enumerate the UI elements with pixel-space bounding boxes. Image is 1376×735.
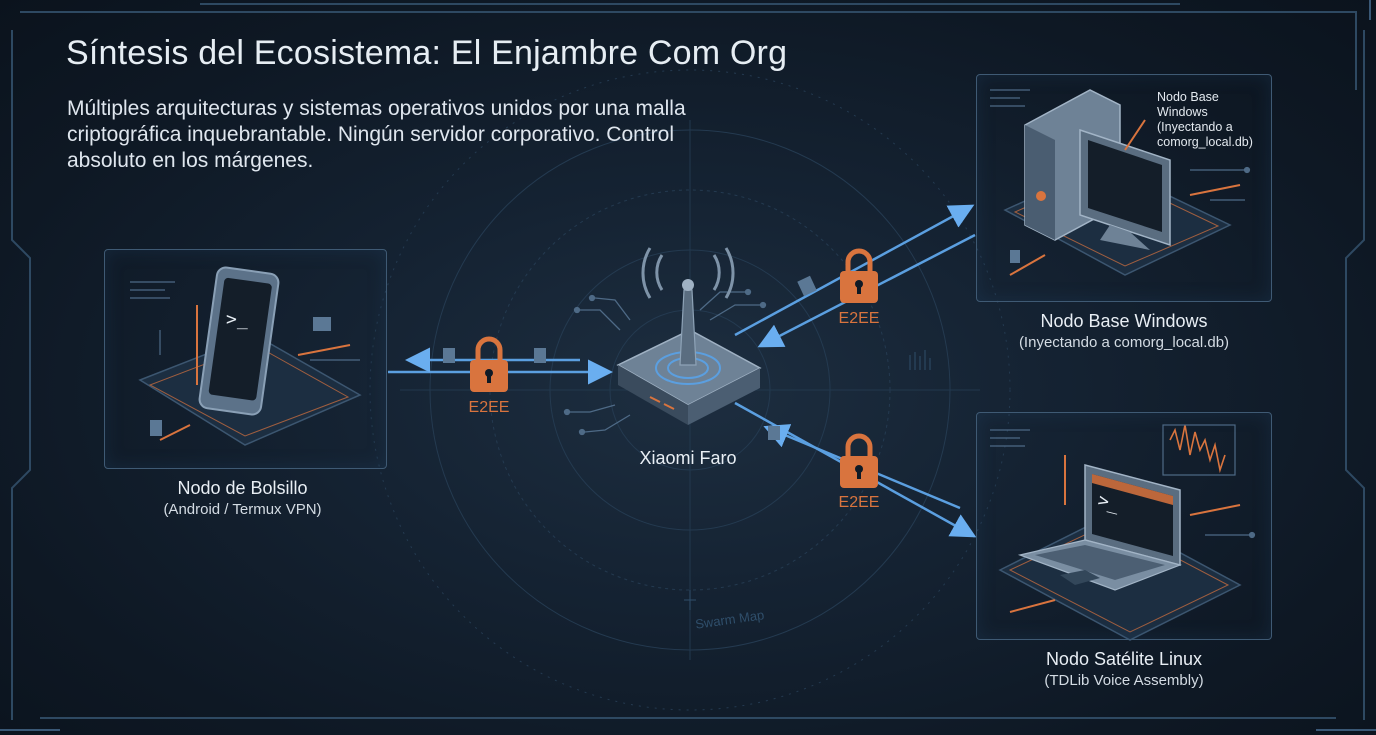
windows-node-panel[interactable] — [976, 74, 1272, 302]
hub-node-label: Xiaomi Faro — [618, 448, 758, 469]
router-icon — [616, 279, 762, 425]
linux-node-detail: (TDLib Voice Assembly) — [1044, 672, 1204, 689]
padlock-icon — [840, 433, 878, 488]
e2ee-label-lower-right: E2EE — [838, 494, 880, 511]
windows-node-device — [990, 89, 1251, 276]
page-title: Síntesis del Ecosistema: El Enjambre Com… — [66, 34, 788, 72]
document-icon — [313, 317, 331, 331]
pocket-node-detail: (Android / Termux VPN) — [163, 501, 322, 518]
linux-node-label: Nodo Satélite Linux (TDLib Voice Assembl… — [1000, 649, 1248, 689]
pocket-node-panel[interactable] — [104, 249, 387, 469]
linux-node-name: Nodo Satélite Linux — [1045, 649, 1203, 669]
wifi-signal-icon — [641, 247, 735, 299]
pocket-node-label: Nodo de Bolsillo (Android / Termux VPN) — [135, 478, 350, 518]
windows-node-callout: Nodo Base Windows (Inyectando a comorg_l… — [1157, 90, 1253, 149]
e2ee-label-upper-right: E2EE — [838, 310, 880, 327]
pocket-terminal-prompt: >_ — [226, 309, 248, 330]
hub-node-name: Xiaomi Faro — [639, 448, 737, 468]
document-icon — [443, 275, 817, 440]
laptop-icon — [1017, 464, 1182, 591]
smartphone-icon — [198, 266, 280, 416]
windows-node-detail: (Inyectando a comorg_local.db) — [1018, 334, 1230, 351]
document-icon — [1010, 250, 1020, 263]
windows-node-name: Nodo Base Windows — [1040, 311, 1208, 331]
padlock-icon — [840, 248, 878, 303]
windows-node-label: Nodo Base Windows (Inyectando a comorg_l… — [1000, 311, 1248, 351]
page-subtitle: Múltiples arquitecturas y sistemas opera… — [67, 97, 686, 172]
document-icon — [150, 420, 162, 436]
linux-node-panel[interactable] — [976, 412, 1272, 640]
linux-node-device — [990, 424, 1256, 641]
pocket-node-device — [130, 266, 362, 446]
padlock-icon — [470, 336, 508, 392]
desktop-pc-icon — [1024, 89, 1171, 250]
pocket-node-name: Nodo de Bolsillo — [177, 478, 308, 498]
e2ee-label-left: E2EE — [468, 399, 510, 416]
